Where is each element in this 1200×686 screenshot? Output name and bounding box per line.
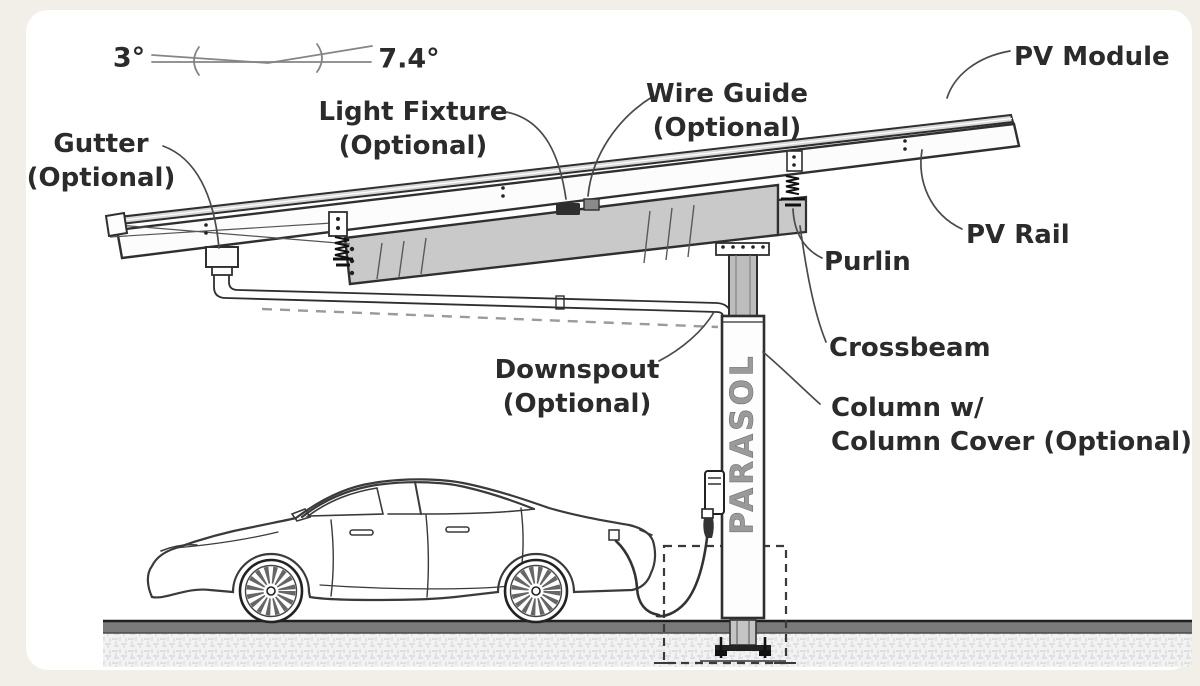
door-handle bbox=[349, 529, 374, 536]
column: PARASOL bbox=[715, 242, 770, 620]
light-fixture-label: Light Fixture (Optional) bbox=[319, 96, 508, 164]
angle-arc-right bbox=[316, 43, 323, 73]
pipe-clamp bbox=[555, 295, 565, 310]
pv-rail-label-text: PV Rail bbox=[966, 220, 1070, 251]
charging-cable bbox=[614, 536, 709, 618]
column-label-line2: Column Cover (Optional) bbox=[831, 427, 1193, 457]
tilt-angle-glyph bbox=[151, 43, 373, 76]
tail-light bbox=[639, 529, 653, 536]
wire-guide-label: Wire Guide (Optional) bbox=[646, 78, 808, 146]
gutter-label-line1: Gutter bbox=[53, 129, 149, 160]
front-wheel bbox=[238, 558, 304, 624]
crossbeam-label: Crossbeam bbox=[829, 332, 991, 366]
wire-guide-leader bbox=[587, 96, 653, 197]
foundation bbox=[654, 544, 796, 665]
angle-right-label: 7.4° bbox=[378, 41, 439, 76]
wire-guide-part bbox=[583, 198, 600, 211]
light-fixture-leader bbox=[505, 111, 567, 200]
ev-charger bbox=[701, 470, 725, 538]
angle-right-value: 7.4° bbox=[378, 43, 440, 75]
column-label: Column w/ Column Cover (Optional) bbox=[831, 392, 1192, 460]
crossbeam-label-text: Crossbeam bbox=[829, 333, 991, 364]
leader-lines bbox=[162, 50, 1011, 405]
gutter-label: Gutter (Optional) bbox=[27, 128, 176, 196]
angle-arc-left bbox=[193, 46, 200, 76]
purlin-right bbox=[781, 150, 805, 207]
downspout-pipe bbox=[213, 272, 732, 318]
angle-left-label: 3° bbox=[113, 40, 145, 75]
downspout-label-line2: (Optional) bbox=[502, 389, 652, 419]
side-mirror bbox=[290, 508, 312, 522]
gutter-leader bbox=[162, 145, 220, 249]
purlin-label-text: Purlin bbox=[824, 247, 911, 278]
column-cover bbox=[720, 314, 766, 620]
pv-module-leader bbox=[946, 50, 1011, 99]
headlight bbox=[160, 543, 198, 552]
light-fixture-label-line1: Light Fixture bbox=[318, 97, 508, 128]
pv-module-label-text: PV Module bbox=[1014, 42, 1170, 73]
light-fixture-part bbox=[556, 203, 580, 215]
light-fixture-label-line2: (Optional) bbox=[338, 131, 488, 161]
height-reference-dashed-line bbox=[261, 307, 719, 329]
wire-guide-label-line2: (Optional) bbox=[652, 113, 802, 143]
purlin-left bbox=[328, 211, 353, 267]
pv-rail-label: PV Rail bbox=[966, 219, 1070, 253]
downspout-label-line1: Downspout bbox=[494, 355, 660, 386]
pv-rail-leader bbox=[920, 149, 963, 230]
rear-wheel bbox=[503, 558, 569, 624]
canopy bbox=[104, 113, 1021, 286]
pv-module-label: PV Module bbox=[1014, 41, 1170, 75]
car bbox=[146, 478, 657, 602]
gutter-label-line2: (Optional) bbox=[26, 163, 176, 193]
downspout-label: Downspout (Optional) bbox=[495, 354, 660, 422]
purlin-leader bbox=[792, 208, 823, 259]
column-label-line1: Column w/ bbox=[831, 393, 984, 424]
door-handle bbox=[445, 526, 470, 533]
ground bbox=[103, 619, 1192, 667]
crossbeam-leader bbox=[799, 225, 827, 343]
column-leader bbox=[762, 351, 821, 405]
column-cap-plate bbox=[715, 242, 770, 256]
charger-handle bbox=[703, 518, 714, 538]
purlin-label: Purlin bbox=[824, 246, 911, 280]
gutter-part bbox=[104, 211, 239, 276]
column-brand-text: PARASOL bbox=[725, 353, 761, 534]
downspout-leader bbox=[658, 311, 715, 362]
wire-guide-label-line1: Wire Guide bbox=[645, 79, 809, 110]
charge-port bbox=[608, 529, 620, 541]
column-steel bbox=[728, 254, 758, 318]
angle-left-value: 3° bbox=[112, 42, 146, 74]
